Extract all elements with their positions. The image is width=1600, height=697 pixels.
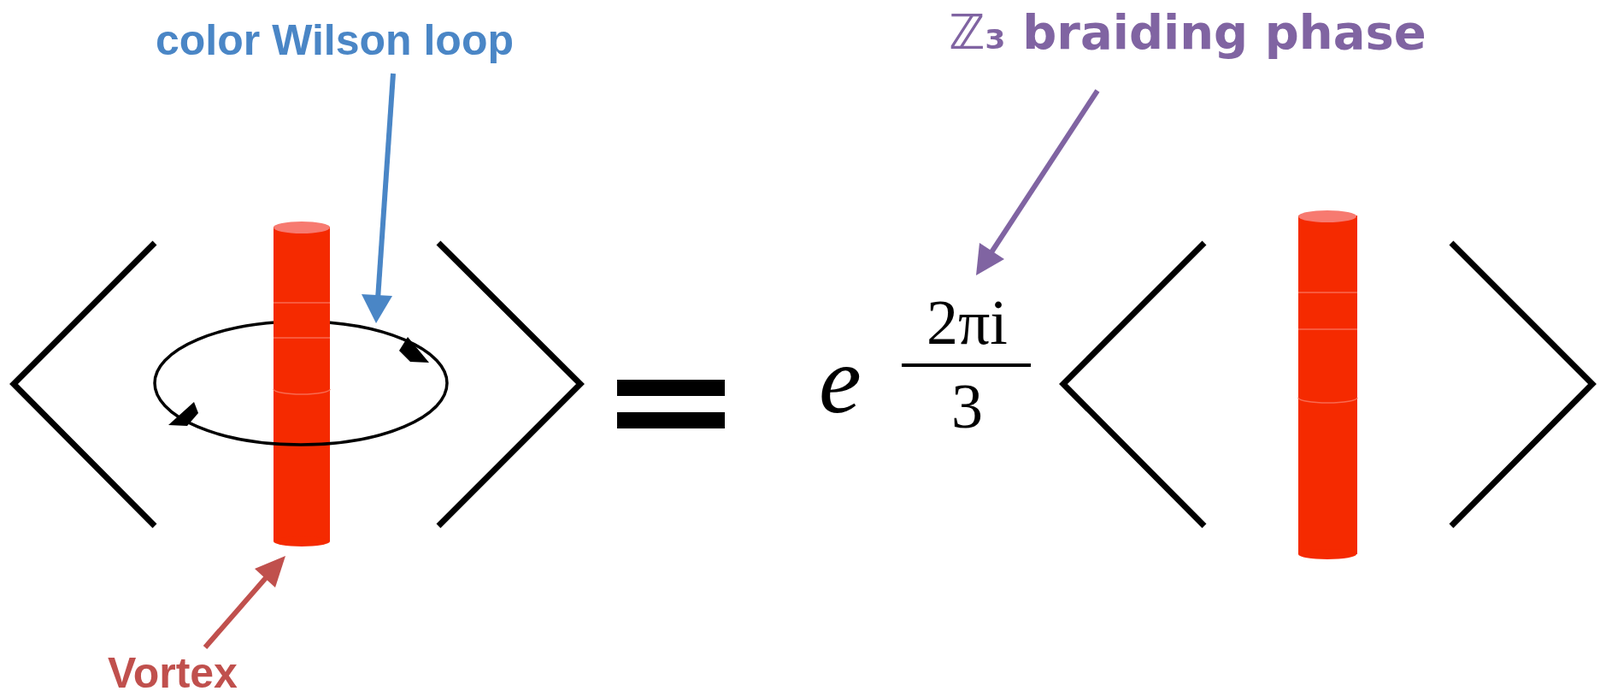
vortex-cylinder [273, 221, 330, 547]
callout-label: ℤ₃ braiding phase [948, 8, 1427, 57]
leader-arrow [976, 90, 1098, 276]
callout-label: Vortex [107, 651, 238, 695]
vortex-cylinder [1298, 210, 1358, 559]
math-symbol: e [818, 331, 862, 428]
angle-bracket [1451, 242, 1593, 526]
angle-bracket [438, 242, 581, 526]
angle-bracket [1063, 242, 1205, 526]
callout-label: color Wilson loop [155, 18, 514, 62]
leader-arrow [361, 73, 394, 324]
loop-arrowhead [168, 401, 199, 426]
math-denominator: 3 [951, 374, 983, 438]
leader-arrow [205, 555, 286, 648]
equals-sign [617, 379, 725, 396]
equals-sign [617, 411, 725, 429]
wilson-loop-front [154, 382, 448, 445]
fraction-bar [901, 363, 1031, 367]
angle-bracket [13, 242, 155, 526]
loop-arrowhead [399, 336, 430, 363]
math-numerator: 2πi [926, 290, 1008, 354]
